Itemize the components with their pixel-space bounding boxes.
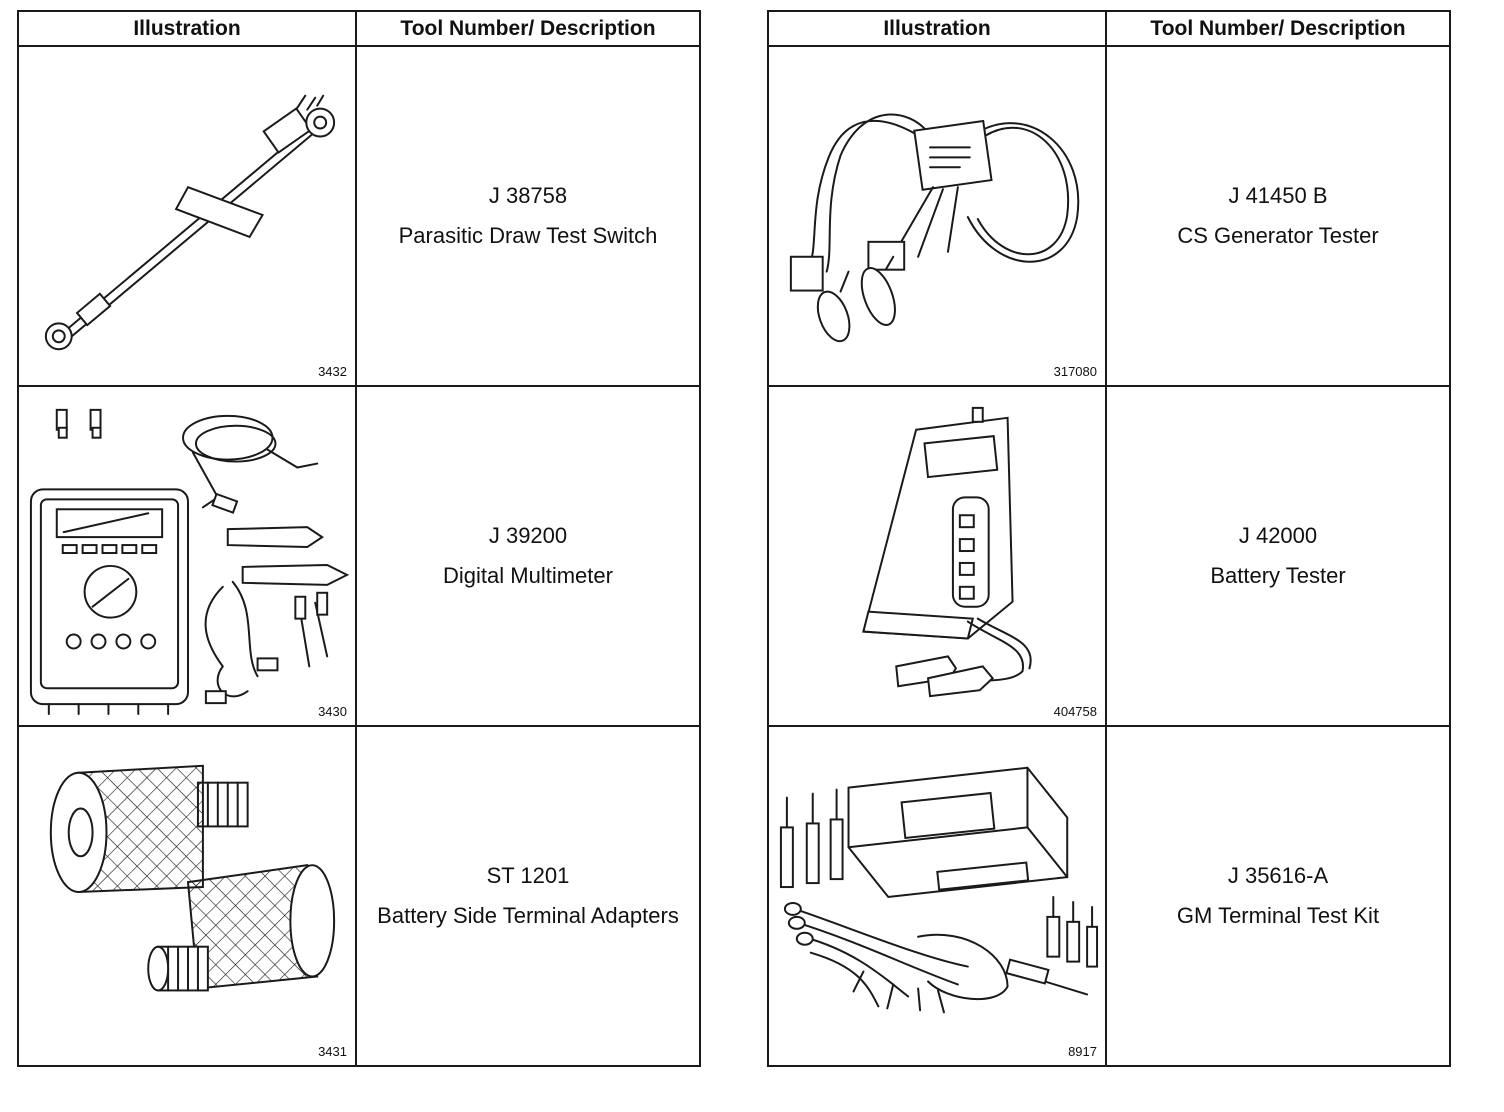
description-cell: J 41450 B CS Generator Tester xyxy=(1105,45,1451,387)
table-row: 404758 J 42000 Battery Tester xyxy=(767,385,1451,727)
tool-description: Digital Multimeter xyxy=(443,563,613,588)
tool-number: J 42000 xyxy=(1238,522,1318,548)
battery-tester-illustration xyxy=(862,406,1032,698)
table-row: 8917 J 35616-A GM Terminal Test Kit xyxy=(767,725,1451,1067)
tool-description: Parasitic Draw Test Switch xyxy=(398,223,658,248)
figure-number: 3430 xyxy=(318,704,347,719)
figure-number: 3432 xyxy=(318,364,347,379)
description-cell: ST 1201 Battery Side Terminal Adapters xyxy=(355,725,701,1067)
description-cell: J 42000 Battery Tester xyxy=(1105,385,1451,727)
battery-terminal-adapters-illustration xyxy=(49,764,336,992)
tool-description: GM Terminal Test Kit xyxy=(1176,903,1380,928)
parasitic-draw-switch-illustration xyxy=(44,94,336,351)
tool-number: ST 1201 xyxy=(486,862,570,888)
description-header: Tool Number/ Description xyxy=(1105,10,1451,47)
illustration-cell: 317080 xyxy=(767,45,1107,387)
tool-description: Battery Tester xyxy=(1210,563,1346,588)
description-header: Tool Number/ Description xyxy=(355,10,701,47)
illustration-cell: 8917 xyxy=(767,725,1107,1067)
table-row: 3431 ST 1201 Battery Side Terminal Adapt… xyxy=(17,725,701,1067)
tool-number: J 38758 xyxy=(488,182,568,208)
illustration-cell: 3431 xyxy=(17,725,357,1067)
tool-number: J 41450 B xyxy=(1228,182,1328,208)
illustration-header: Illustration xyxy=(767,10,1107,47)
description-cell: J 35616-A GM Terminal Test Kit xyxy=(1105,725,1451,1067)
tool-description: CS Generator Tester xyxy=(1177,223,1379,248)
figure-number: 317080 xyxy=(1053,364,1097,379)
tool-description: Battery Side Terminal Adapters xyxy=(377,903,679,928)
figure-number: 3431 xyxy=(318,1044,347,1059)
figure-number: 404758 xyxy=(1053,704,1097,719)
figure-number: 8917 xyxy=(1068,1044,1097,1059)
table-row: 317080 J 41450 B CS Generator Tester xyxy=(767,45,1451,387)
illustration-cell: 404758 xyxy=(767,385,1107,727)
illustration-header: Illustration xyxy=(17,10,357,47)
tool-number: J 39200 xyxy=(488,522,568,548)
table-row: 3430 J 39200 Digital Multimeter xyxy=(17,385,701,727)
table-header-row: Illustration Tool Number/ Description xyxy=(17,10,701,47)
terminal-test-kit-illustration xyxy=(779,766,1099,1014)
tool-number: J 35616-A xyxy=(1227,862,1329,888)
illustration-cell: 3432 xyxy=(17,45,357,387)
table-header-row: Illustration Tool Number/ Description xyxy=(767,10,1451,47)
description-cell: J 38758 Parasitic Draw Test Switch xyxy=(355,45,701,387)
description-cell: J 39200 Digital Multimeter xyxy=(355,385,701,727)
digital-multimeter-illustration xyxy=(29,408,350,716)
left-tool-table: Illustration Tool Number/ Description 34… xyxy=(17,10,701,1067)
illustration-cell: 3430 xyxy=(17,385,357,727)
right-tool-table: Illustration Tool Number/ Description 31… xyxy=(767,10,1451,1067)
cs-generator-tester-illustration xyxy=(789,113,1080,343)
table-row: 3432 J 38758 Parasitic Draw Test Switch xyxy=(17,45,701,387)
